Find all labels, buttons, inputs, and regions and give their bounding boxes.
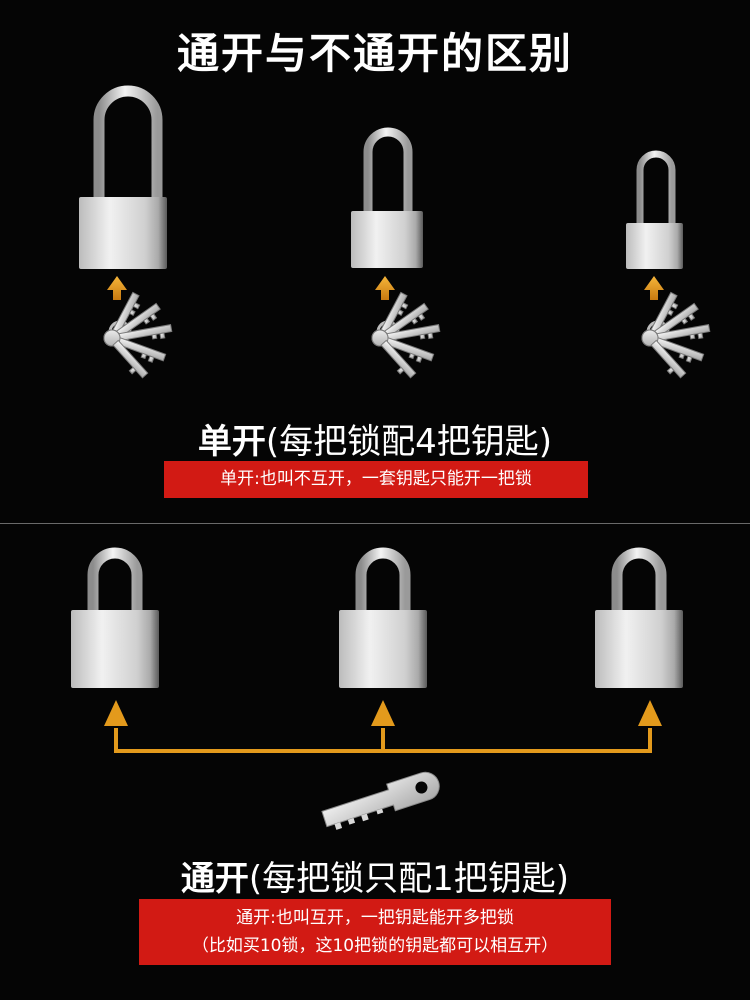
section-divider bbox=[0, 523, 750, 524]
common-heading-bold: 通开 bbox=[180, 859, 249, 899]
padlock-icon bbox=[79, 85, 167, 269]
padlock-icon bbox=[626, 150, 683, 269]
key-bunch-icon bbox=[366, 288, 443, 383]
common-opening-heading: 通开(每把锁只配1把钥匙) bbox=[0, 851, 750, 900]
single-heading-bold: 单开 bbox=[197, 422, 266, 462]
padlock-icon bbox=[71, 547, 159, 688]
page-title: 通开与不通开的区别 bbox=[176, 29, 573, 78]
arrow-up-icon bbox=[644, 276, 664, 300]
arrow-up-icon bbox=[375, 276, 395, 300]
single-opening-heading: 单开(每把锁配4把钥匙) bbox=[0, 414, 750, 463]
arrow-up-icon bbox=[107, 276, 127, 300]
common-opening-note: 通开:也叫互开，一把钥匙能开多把锁 （比如买10锁，这10把锁的钥匙都可以相互开… bbox=[139, 899, 611, 965]
key-icon bbox=[321, 771, 440, 830]
key-bunch-icon bbox=[98, 288, 175, 383]
single-heading-rest: (每把锁配4把钥匙) bbox=[265, 422, 553, 462]
padlock-icon bbox=[339, 547, 427, 688]
arrow-connector bbox=[104, 700, 662, 753]
padlock-icon bbox=[351, 127, 423, 268]
single-note-text: 单开:也叫不互开，一套钥匙只能开一把锁 bbox=[220, 469, 532, 489]
single-opening-note: 单开:也叫不互开，一套钥匙只能开一把锁 bbox=[164, 461, 588, 498]
key-bunch-icon bbox=[636, 288, 713, 383]
common-heading-rest: (每把锁只配1把钥匙) bbox=[248, 859, 570, 899]
common-note-line1: 通开:也叫互开，一把钥匙能开多把锁 bbox=[236, 908, 514, 928]
padlock-icon bbox=[595, 547, 683, 688]
common-note-line2: （比如买10锁，这10把锁的钥匙都可以相互开） bbox=[191, 936, 559, 956]
